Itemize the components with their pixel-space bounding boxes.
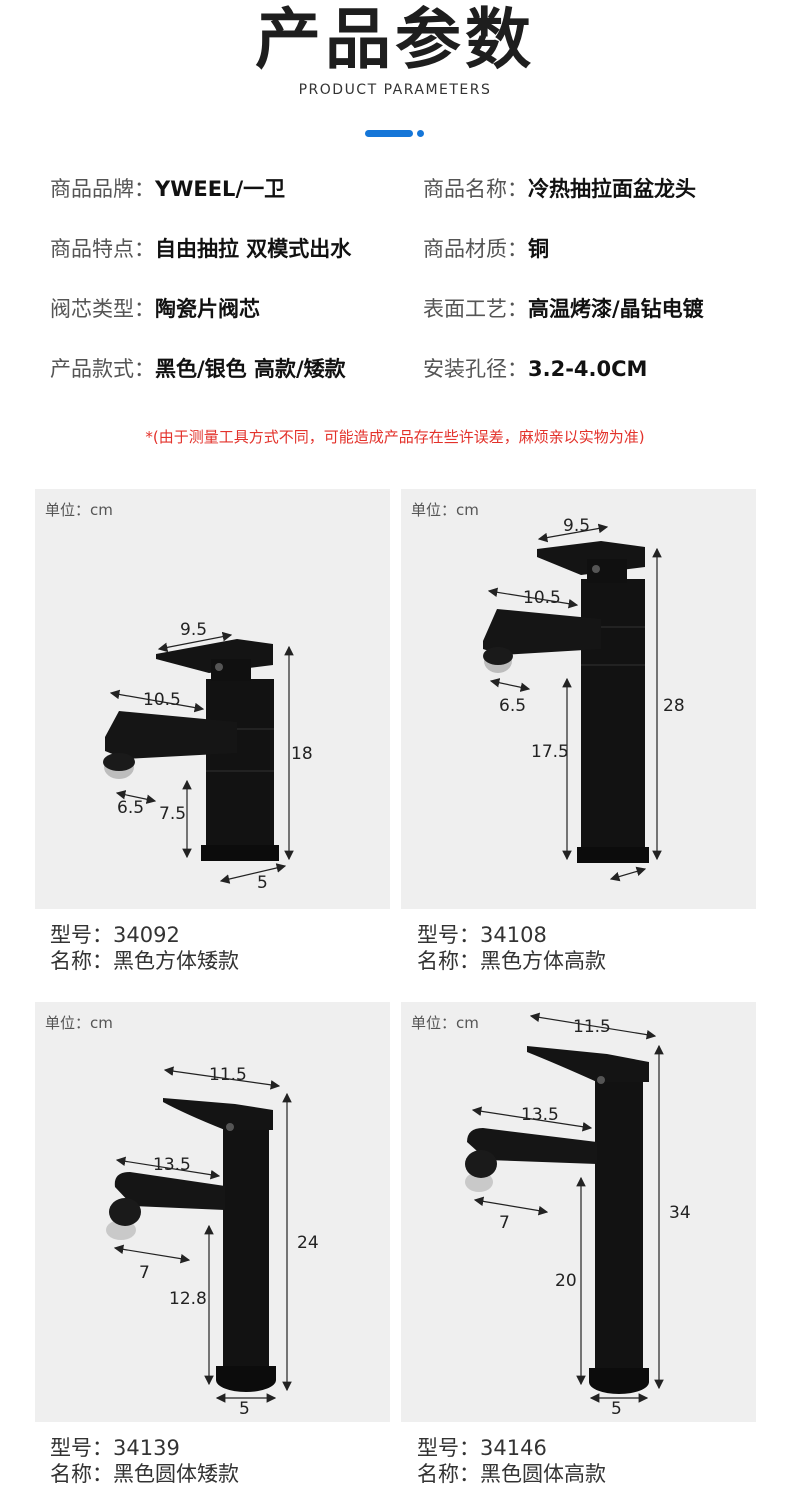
dim-clearance: 12.8	[169, 1289, 207, 1309]
dim-spout: 10.5	[523, 588, 561, 608]
measurement-note: *(由于测量工具方式不同，可能造成产品存在些许误差，麻烦亲以实物为准)	[145, 428, 645, 446]
dim-spout: 13.5	[153, 1155, 191, 1175]
faucet-diagram: 11.5 13.5 34 7 20 5	[465, 1012, 691, 1419]
dim-base: 5	[611, 1399, 622, 1419]
model-name: 名称：黑色圆体高款	[417, 1462, 606, 1486]
dim-height: 24	[297, 1233, 319, 1253]
unit-label: 单位：cm	[411, 1014, 479, 1032]
dim-height: 28	[663, 696, 685, 716]
page-subtitle: PRODUCT PARAMETERS	[298, 82, 492, 98]
param-brand: 商品品牌：YWEEL/一卫	[50, 177, 286, 201]
dim-outlet: 6.5	[499, 696, 526, 716]
dim-clearance: 7.5	[159, 804, 186, 824]
dim-handle: 9.5	[563, 516, 590, 536]
page-title: 产品参数	[255, 1, 535, 78]
param-valve-core: 阀芯类型：陶瓷片阀芯	[50, 297, 260, 321]
faucet-shape	[465, 1046, 649, 1394]
model-number: 型号：34139	[50, 1436, 180, 1460]
model-name: 名称：黑色方体高款	[417, 949, 606, 973]
dim-base: 5	[257, 873, 268, 893]
unit-label: 单位：cm	[45, 501, 113, 519]
dim-height: 34	[669, 1203, 691, 1223]
dim-spout: 13.5	[521, 1105, 559, 1125]
model-number: 型号：34146	[417, 1436, 547, 1460]
faucet-diagram: 9.5 10.5 28 6.5 17.5	[483, 516, 685, 882]
dim-outlet: 6.5	[117, 798, 144, 818]
product-card-34139: 单位：cm 11.5 13.5 24 7 12.8 5	[35, 1002, 390, 1422]
dim-base: 5	[239, 1399, 250, 1419]
product-card-34146: 单位：cm 11.5 13.5 34 7 20 5	[401, 1002, 756, 1422]
unit-label: 单位：cm	[411, 501, 479, 519]
param-hole-diameter: 安装孔径：3.2-4.0CM	[423, 357, 648, 381]
model-name: 名称：黑色圆体矮款	[50, 1462, 239, 1486]
param-features: 商品特点：自由抽拉 双模式出水	[50, 237, 352, 261]
model-number: 型号：34092	[50, 923, 180, 947]
faucet-shape	[106, 1098, 276, 1392]
param-material: 商品材质：铜	[423, 237, 549, 261]
product-card-34108: 单位：cm 9.5 10.5 28 6.5 17.5	[401, 489, 756, 909]
dim-height: 18	[291, 744, 313, 764]
faucet-diagram: 9.5 10.5 18 6.5 7.5 5	[103, 620, 313, 893]
dim-outlet: 7	[499, 1213, 510, 1233]
faucet-shape	[103, 639, 279, 861]
param-surface: 表面工艺：高温烤漆/晶钻电镀	[423, 297, 704, 321]
product-card-34092: 单位：cm 9.5 10.5 18 6.5 7.5	[35, 489, 390, 909]
param-product-name: 商品名称：冷热抽拉面盆龙头	[423, 177, 696, 201]
dim-handle: 9.5	[180, 620, 207, 640]
unit-label: 单位：cm	[45, 1014, 113, 1032]
faucet-diagram: 11.5 13.5 24 7 12.8 5	[106, 1065, 319, 1419]
faucet-shape	[483, 541, 649, 863]
dim-handle: 11.5	[573, 1017, 611, 1037]
dim-spout: 10.5	[143, 690, 181, 710]
model-number: 型号：34108	[417, 923, 547, 947]
dim-clearance: 20	[555, 1271, 577, 1291]
dim-clearance: 17.5	[531, 742, 569, 762]
title-decoration	[365, 123, 424, 142]
param-style: 产品款式：黑色/银色 高款/矮款	[50, 357, 346, 381]
model-name: 名称：黑色方体矮款	[50, 949, 239, 973]
dim-handle: 11.5	[209, 1065, 247, 1085]
dim-outlet: 7	[139, 1263, 150, 1283]
